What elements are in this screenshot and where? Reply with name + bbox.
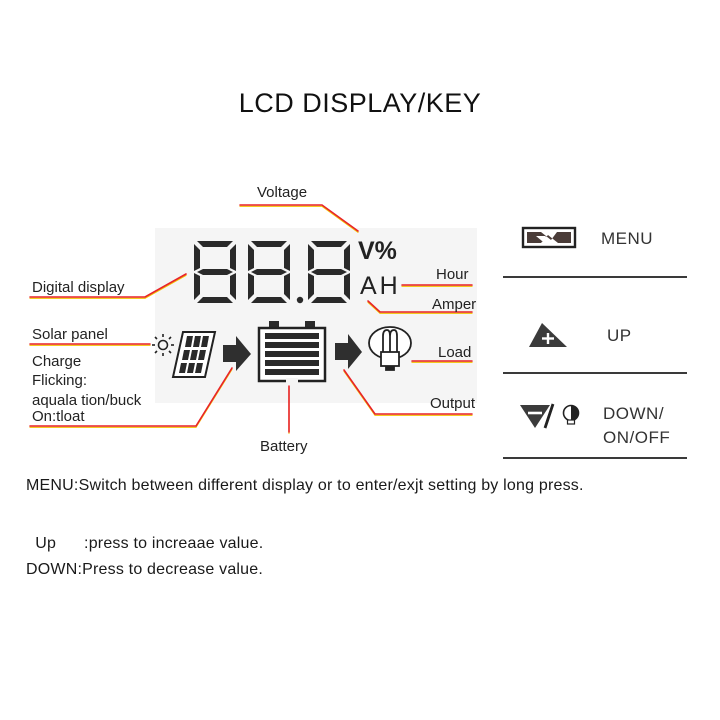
bulb-icon [368, 326, 412, 371]
callout-voltage: Voltage [257, 184, 308, 201]
description-text: Press to decrease value. [82, 561, 264, 578]
solar-panel-icon [171, 331, 217, 378]
description-text: press to increaae value. [88, 535, 264, 552]
callout-output: Output [430, 395, 476, 412]
callout-flicking: Flicking: [32, 372, 88, 389]
divider [503, 457, 687, 459]
battery-icon [257, 321, 327, 383]
description-sep: : [73, 477, 79, 494]
description-sep: : [56, 535, 89, 552]
description-menu: MENU:Switch between different display or… [26, 477, 584, 495]
description-up: Up :press to increaae value. [26, 517, 263, 553]
down-minus-onoff-icon [520, 403, 580, 429]
callout-solar-panel: Solar panel [32, 326, 108, 343]
arrow-right-icon [335, 334, 362, 369]
description-text: Switch between different display or to e… [78, 477, 584, 494]
callout-hour: Hour [436, 266, 469, 283]
key-up-label[interactable]: UP [607, 326, 632, 345]
callout-aqualation-buck: aquala tion/buck [32, 392, 142, 409]
divider [503, 276, 687, 278]
callout-digital-display: Digital display [32, 279, 125, 296]
description-key: Up [35, 535, 57, 552]
callout-charge: Charge [32, 353, 82, 370]
leader-lines [29, 204, 473, 434]
callout-load: Load [438, 344, 472, 361]
key-menu-label[interactable]: MENU [601, 229, 654, 248]
description-key: MENU [26, 477, 74, 494]
seven-segment-digits [194, 241, 350, 304]
callout-battery: Battery [260, 438, 308, 455]
arrow-right-icon [223, 336, 251, 371]
page-title: LCD DISPLAY/KEY [238, 88, 482, 118]
description-sep: : [77, 561, 83, 578]
key-down-label[interactable]: DOWN/ [603, 404, 665, 423]
description-key: DOWN [26, 561, 78, 578]
up-plus-triangle-icon [529, 323, 567, 347]
unit-amp-hour: AH [360, 272, 401, 300]
sun-icon [152, 334, 174, 356]
unit-voltage-percent: V% [358, 237, 397, 265]
divider [503, 372, 687, 374]
menu-key-icon [521, 226, 577, 249]
callout-amper: Amper [432, 296, 477, 313]
description-down: DOWN:Press to decrease value. [26, 561, 263, 579]
callout-float: On:tloat [32, 408, 85, 425]
key-onoff-label[interactable]: ON/OFF [603, 428, 671, 447]
